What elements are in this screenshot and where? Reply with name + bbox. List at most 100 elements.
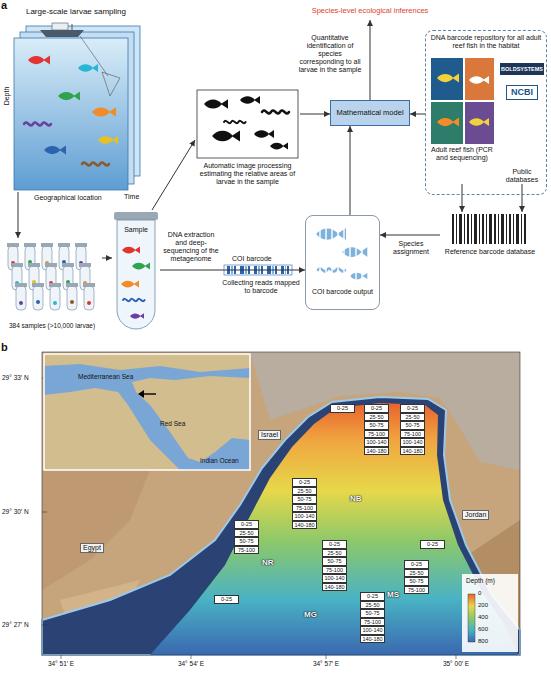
depth-range-tag: 100-140	[322, 574, 347, 583]
reef-fish-photos	[469, 118, 489, 126]
depth-range-tag: 75-100	[292, 504, 317, 513]
fish-photos: Adult reef fish (PCR and sequencing)	[428, 56, 496, 184]
coi-output-graphic	[314, 222, 368, 286]
reference-barcode-graphic	[506, 214, 507, 244]
connector-arrow	[380, 235, 440, 236]
larvae-silhouettes	[204, 99, 228, 109]
reference-barcode-graphic	[524, 214, 526, 244]
scale-tick: 400	[478, 614, 488, 621]
reference-barcode-graphic	[456, 214, 457, 244]
depth-range-tag: 0-25	[420, 540, 445, 549]
sample-tubes	[66, 283, 78, 287]
map-frame	[456, 655, 457, 659]
reference-barcode-graphic	[452, 214, 526, 244]
depth-range-tag: 0-25	[364, 404, 389, 413]
public-databases: BOLDSYSTEMSNCBIPublic databases	[500, 56, 544, 184]
sample-tubes	[87, 301, 91, 305]
larvae-in-water	[98, 136, 118, 144]
longitude-label: 35° 00′ E	[439, 660, 473, 667]
country-label: Egypt	[80, 543, 104, 553]
sample-tubes	[16, 286, 26, 310]
sample-tubes	[7, 243, 19, 247]
depth-range-tag: 25-50	[360, 601, 385, 610]
map-frame	[61, 655, 62, 659]
depth-range-tag: 25-50	[322, 549, 347, 558]
coi-output-graphic	[331, 222, 332, 286]
depth-range-tag: 25-50	[404, 569, 429, 578]
connector-label: Quantitative identification of species c…	[296, 34, 364, 74]
coi-output-graphic	[325, 222, 326, 286]
depth-range-tag: 0-25	[292, 478, 317, 487]
sample-tubes	[12, 266, 90, 290]
coi-output-graphic	[343, 222, 344, 286]
coi-output-graphic	[342, 247, 368, 257]
sample-tubes	[8, 246, 86, 270]
sample-tube: Sample	[112, 210, 160, 330]
depth-scale	[468, 594, 475, 642]
depth-range-tag: 100-140	[360, 626, 385, 635]
reference-barcode-graphic	[467, 214, 469, 244]
sample-tubes	[49, 283, 61, 287]
sample-tubes	[62, 263, 74, 267]
ship	[40, 23, 120, 96]
sample-tubes	[33, 286, 43, 310]
connector-arrow	[152, 140, 195, 210]
panel-label: a	[1, 0, 7, 12]
scale-tick: 600	[478, 626, 488, 633]
connector-arrow	[370, 20, 371, 100]
depth-range-tag: 50-75	[404, 577, 429, 586]
longitude-label: 34° 51′ E	[44, 660, 78, 667]
sample-tubes	[16, 286, 94, 310]
graphic-label: Collecting reads mapped to barcode	[222, 279, 300, 295]
reference-barcode-graphic	[452, 214, 454, 244]
depth-range-tag: 0-25	[360, 592, 385, 601]
site-label: MS	[387, 590, 399, 599]
repository-box: DNA barcode repository for all adult ree…	[425, 30, 547, 195]
depth-range-tag: 100-140	[292, 512, 317, 521]
reef-fish-photos	[465, 58, 494, 100]
reference-barcode-graphic	[486, 214, 487, 244]
latitude-label: 29° 30′ N	[2, 508, 29, 515]
inset-map	[44, 354, 250, 470]
country-label: Israel	[258, 430, 281, 440]
sample-tube-drawing	[114, 212, 158, 220]
image-processing: Automatic image processing estimating th…	[195, 88, 300, 200]
sample-tubes	[11, 263, 23, 267]
sample-tubes	[36, 300, 40, 304]
depth-range-tag: 50-75	[400, 421, 425, 430]
node-text: COI barcode output	[306, 288, 379, 296]
coi-output-graphic	[313, 222, 314, 286]
reef-fish-photos	[437, 74, 459, 83]
depth-range-tag: 50-75	[322, 557, 347, 566]
inset-map	[44, 354, 250, 470]
map-frame	[191, 655, 192, 659]
larvae-in-water	[82, 163, 109, 166]
scale-tick: 800	[478, 638, 488, 645]
sample-tubes	[84, 286, 94, 310]
depth-range-tag: 140-180	[322, 583, 347, 592]
sampling-panel: Large-scale larvae sampling	[10, 6, 142, 192]
site-label: NB	[350, 494, 362, 503]
larvae-silhouettes	[270, 142, 288, 149]
inset-map	[44, 354, 250, 372]
site-label: MG	[304, 610, 317, 619]
reef-fish-photos	[469, 76, 489, 84]
reference-barcode: Reference barcode database	[440, 212, 540, 274]
depth-scale	[462, 574, 518, 652]
node-text: Large-scale larvae sampling	[10, 7, 142, 16]
connector-arrow	[350, 126, 351, 215]
site-label: NR	[262, 558, 274, 567]
reef-fish-photos	[431, 102, 463, 144]
sample-tubes	[50, 286, 60, 310]
larvae-in-water	[24, 123, 51, 126]
sample-tubes	[79, 263, 91, 267]
larvae-in-water	[24, 56, 118, 166]
map-land	[42, 470, 150, 590]
connector-label: DNA extraction and deep-sequencing of th…	[162, 231, 220, 263]
depth-range-tag: 50-75	[360, 609, 385, 618]
scale-tick: 200	[478, 602, 488, 609]
depth-range-tag: 140-180	[400, 447, 425, 456]
depth-range-tag: 50-75	[292, 495, 317, 504]
depth-range-tag: 50-75	[364, 421, 389, 430]
sampling-frames	[14, 26, 140, 190]
